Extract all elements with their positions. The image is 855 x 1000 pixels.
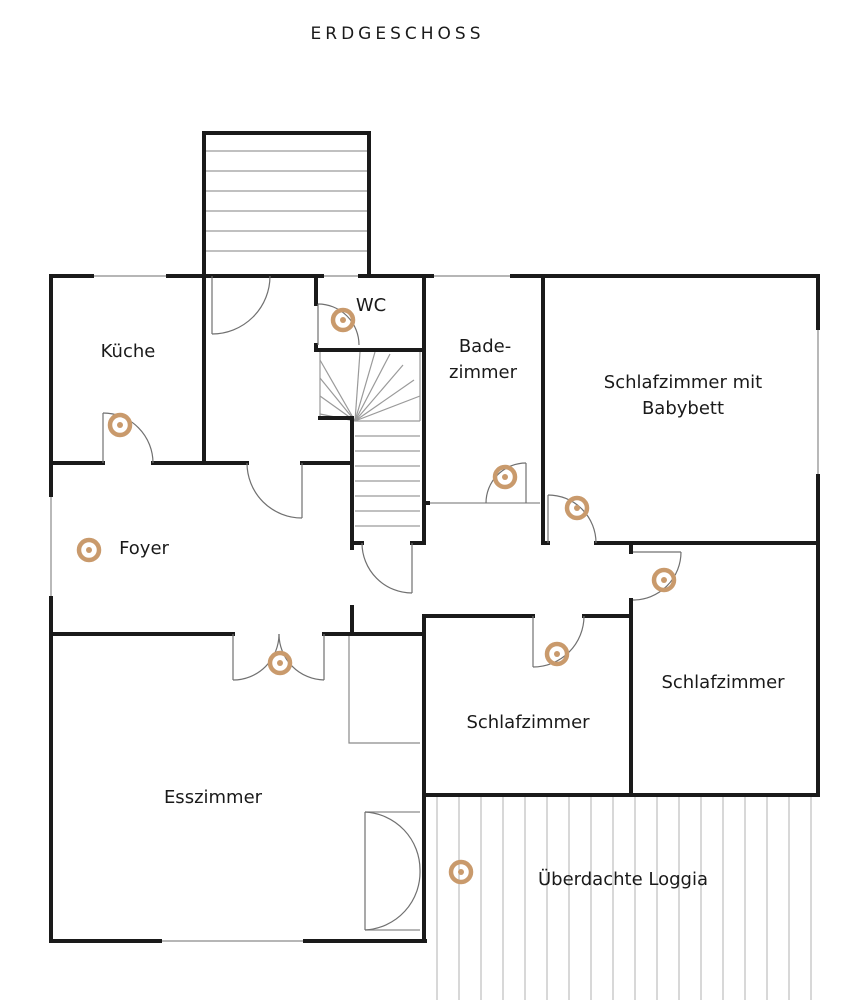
room-label-schlafzimmer-right: Schlafzimmer: [661, 672, 785, 693]
room-label-loggia: Überdachte Loggia: [538, 868, 708, 890]
door-swing-icon: [102, 412, 154, 464]
panorama-hotspot-icon[interactable]: [564, 495, 590, 521]
door-swing-icon: [485, 462, 527, 504]
room-label-foyer: Foyer: [119, 538, 169, 559]
room-label-bad-line2: zimmer: [449, 362, 518, 383]
panorama-hotspot-icon[interactable]: [267, 650, 293, 676]
door-swing-icon: [246, 462, 303, 519]
room-label-kueche: Küche: [101, 341, 156, 362]
panorama-hotspot-icon[interactable]: [544, 641, 570, 667]
room-label-schlafzimmer-mid: Schlafzimmer: [466, 712, 590, 733]
panorama-hotspot-icon[interactable]: [76, 537, 102, 563]
room-labels: Küche WC Bade- zimmer Schlafzimmer mit B…: [101, 295, 785, 890]
walls: [49, 131, 820, 943]
door-swings: [102, 275, 682, 931]
loggia-decking: [436, 795, 812, 1000]
entrance-stairs: [206, 150, 367, 252]
room-label-wc: WC: [356, 295, 386, 316]
hotspots: [76, 307, 677, 885]
page-title: ERDGESCHOSS: [310, 24, 485, 44]
room-label-esszimmer: Esszimmer: [164, 787, 263, 808]
panorama-hotspot-icon[interactable]: [330, 307, 356, 333]
door-swing-icon: [211, 275, 271, 335]
panorama-hotspot-icon[interactable]: [651, 567, 677, 593]
windows-and-openings: [50, 275, 819, 942]
room-label-schlaf-baby-line2: Babybett: [642, 398, 724, 419]
door-swing-icon: [532, 615, 585, 668]
door-swing-icon: [547, 494, 597, 544]
door-swing-icon: [232, 633, 325, 681]
panorama-hotspot-icon[interactable]: [492, 464, 518, 490]
room-label-bad-line1: Bade-: [459, 336, 511, 357]
door-swing-icon: [632, 551, 682, 601]
inner-staircase: [319, 351, 421, 527]
door-swing-icon: [317, 303, 360, 346]
door-swing-icon: [364, 811, 421, 931]
panorama-hotspot-icon[interactable]: [448, 859, 474, 885]
room-label-schlaf-baby-line1: Schlafzimmer mit: [604, 372, 762, 393]
panorama-hotspot-icon[interactable]: [107, 412, 133, 438]
door-swing-icon: [361, 542, 413, 594]
